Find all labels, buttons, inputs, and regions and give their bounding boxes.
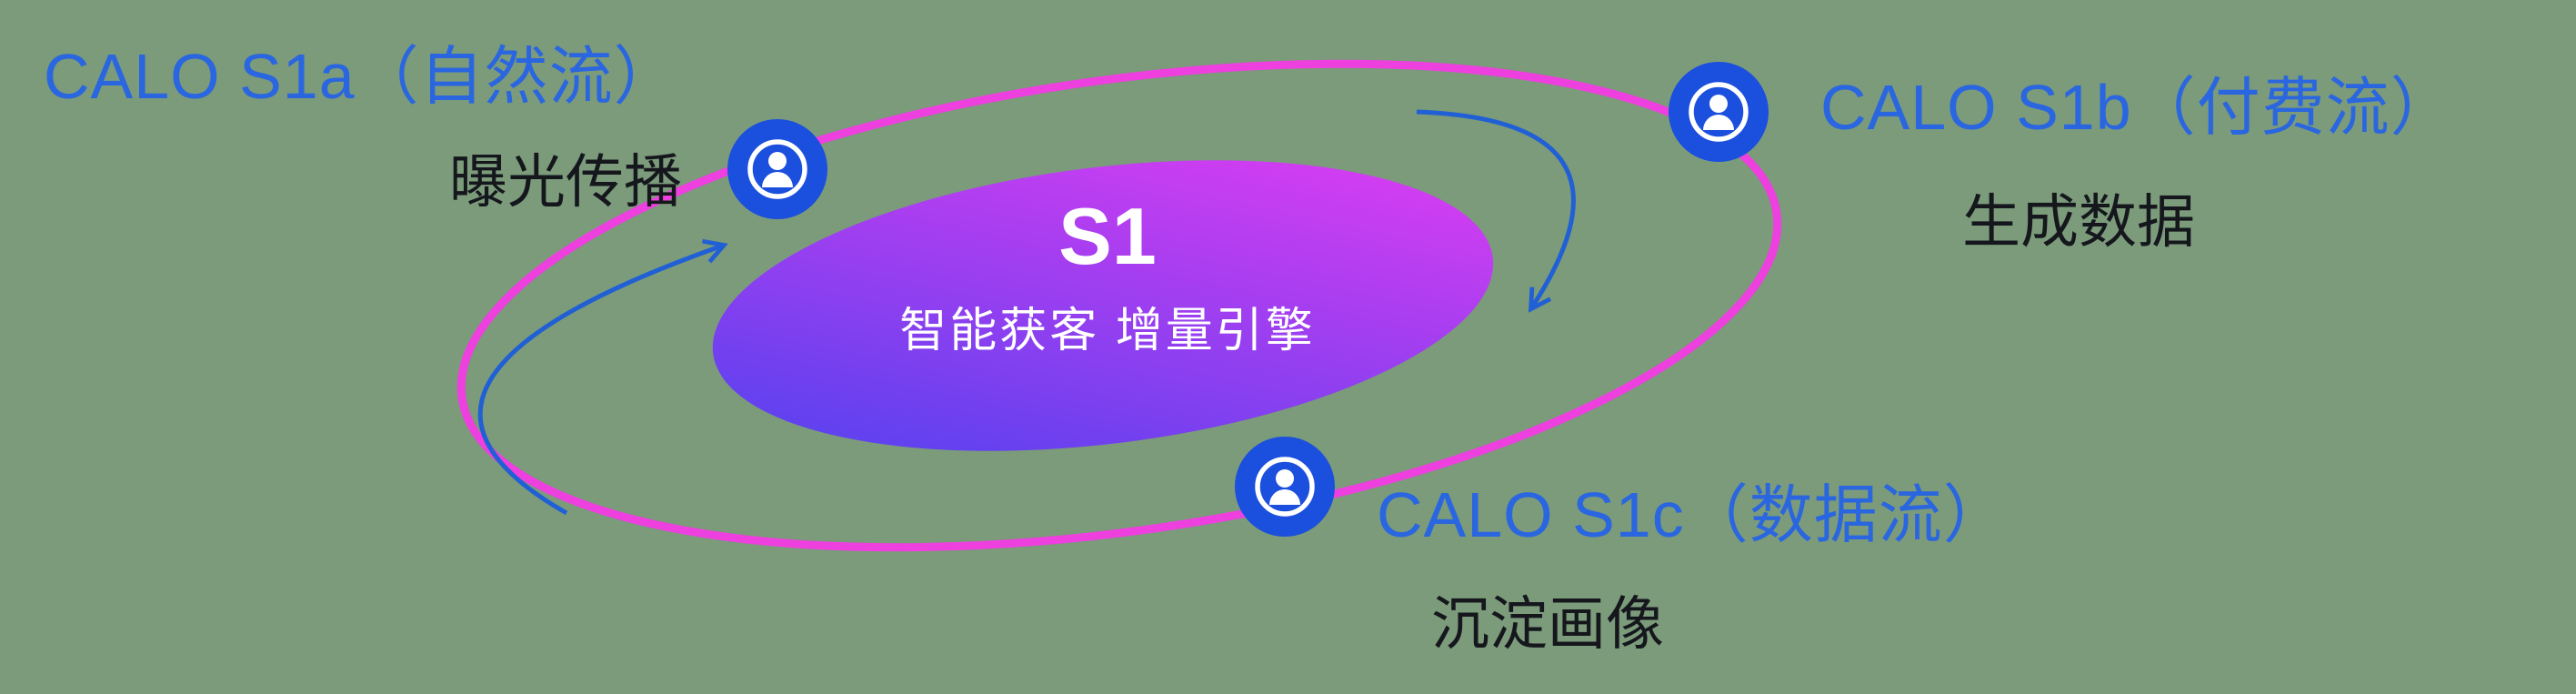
node-s1b-title: CALO S1b（付费流） (1820, 72, 2455, 143)
core-label-group: S1 智能获客 增量引擎 (899, 191, 1316, 360)
node-s1b-marker (1668, 61, 1769, 163)
node-s1c-marker (1234, 436, 1336, 538)
node-s1a-subtitle: 曝光传播 (449, 149, 682, 215)
node-s1c-subtitle: 沉淀画像 (1431, 591, 1664, 657)
user-circle-icon (1235, 437, 1335, 537)
cycle-arrow-left-icon (477, 246, 720, 516)
core-ellipse (712, 160, 1494, 451)
node-s1c-title: CALO S1c（数据流） (1377, 479, 2008, 550)
user-circle-icon (1669, 62, 1769, 162)
core-title: S1 (1058, 191, 1157, 281)
core-tagline: 智能获客 增量引擎 (899, 304, 1316, 357)
node-s1a-title: CALO S1a（自然流） (44, 41, 678, 112)
user-circle-icon (727, 119, 827, 219)
node-s1b-subtitle: 生成数据 (1962, 189, 2195, 255)
cycle-arrow-right-icon (1416, 109, 1576, 306)
orbit-ellipse (456, 59, 1782, 552)
node-s1a-marker (727, 118, 828, 220)
